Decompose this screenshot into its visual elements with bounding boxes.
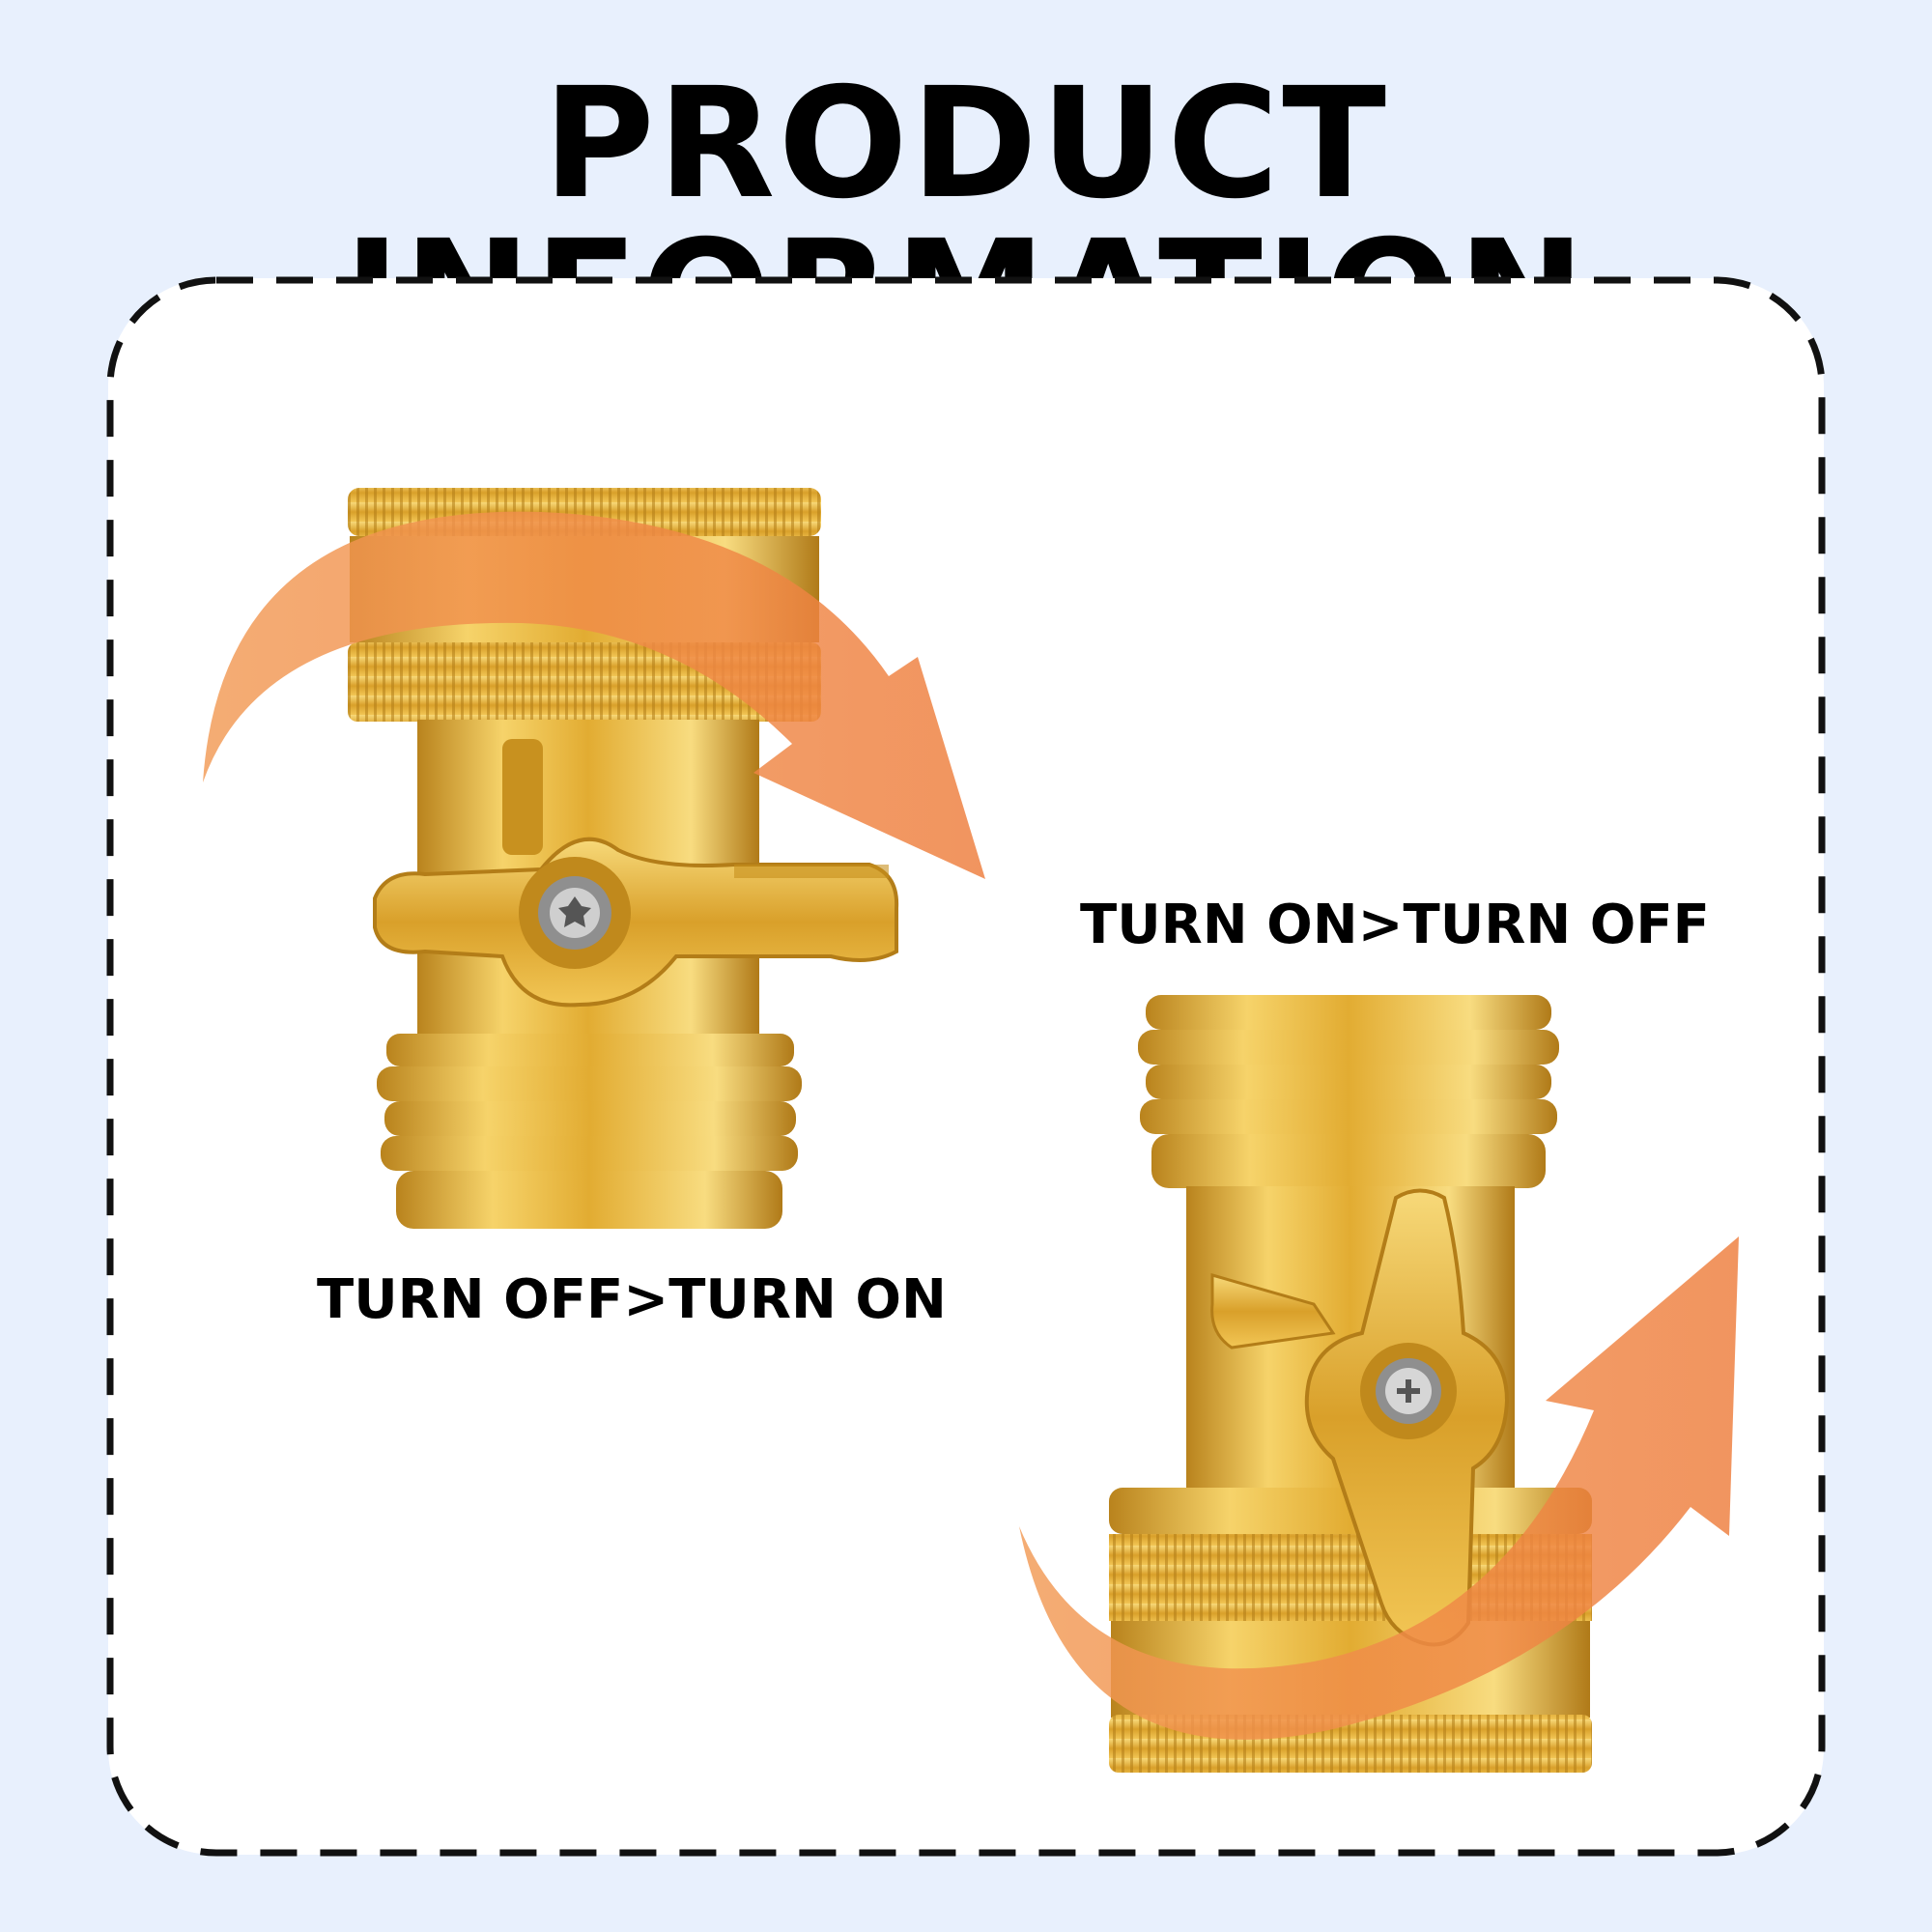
brass-valve-top-male: [1109, 995, 1592, 1773]
turn-on-to-off-label: TURN ON>TURN OFF: [1080, 894, 1710, 956]
rotate-arrow: [203, 511, 985, 879]
rotate-arrow: [1019, 1236, 1739, 1740]
turn-off-to-on-label: TURN OFF>TURN ON: [317, 1268, 947, 1331]
